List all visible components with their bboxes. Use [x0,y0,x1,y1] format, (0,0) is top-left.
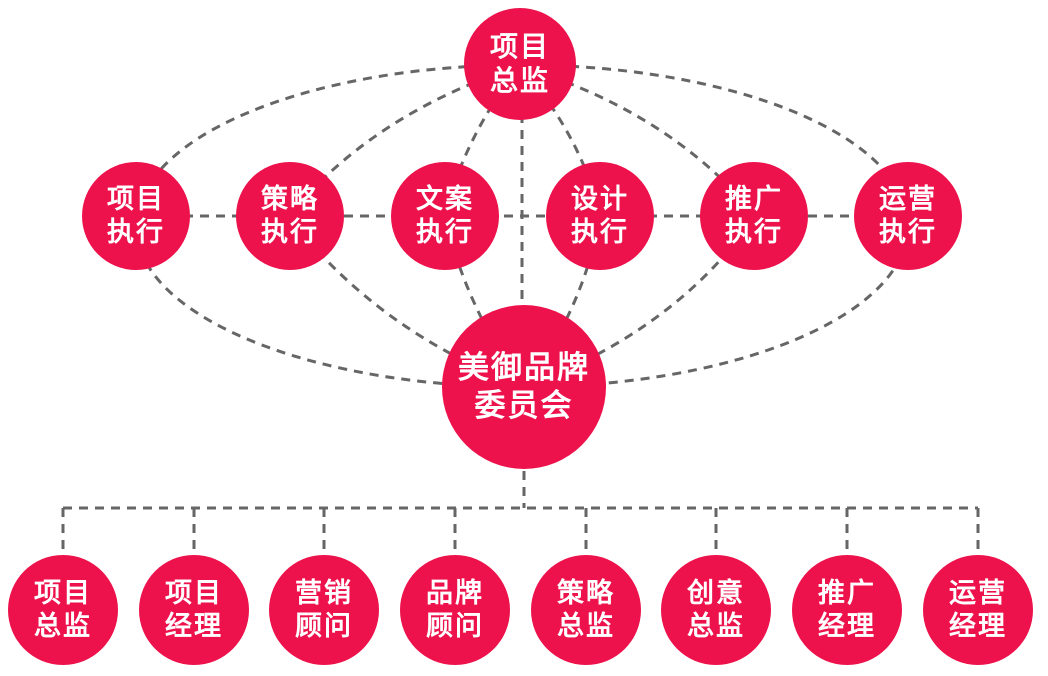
node-label-line: 运营 [879,184,937,215]
node-design-execution: 设计 执行 [546,162,654,270]
node-strategy-director: 策略 总监 [531,555,641,665]
node-label-line: 总监 [557,611,615,641]
node-label-line: 美御品牌 [458,350,590,386]
node-label-line: 顾问 [295,611,353,641]
node-label-line: 项目 [107,184,165,215]
node-project-director-top: 项目 总监 [464,8,576,120]
node-brand-committee: 美御品牌 委员会 [442,305,606,469]
node-copywriting-execution: 文案 执行 [391,162,499,270]
node-promotion-execution: 推广 执行 [700,162,808,270]
bottom-drops-connector [61,508,980,556]
node-operations-manager: 运营 经理 [923,555,1033,665]
node-label-line: 文案 [416,184,474,215]
node-label-line: 项目 [34,578,92,609]
node-label-line: 创意 [687,578,745,609]
node-label-line: 总监 [687,611,745,641]
node-marketing-consultant: 营销 顾问 [269,555,379,665]
node-label-line: 执行 [416,217,474,247]
node-label-line: 执行 [725,217,783,247]
node-label-line: 设计 [571,184,629,215]
node-label-line: 项目 [489,30,550,62]
node-label-line: 运营 [949,578,1007,609]
node-label-line: 顾问 [426,611,484,641]
node-label-line: 经理 [165,611,223,641]
node-label-line: 执行 [107,217,165,247]
node-operations-execution: 运营 执行 [854,162,962,270]
node-label-line: 执行 [879,217,937,247]
node-label-line: 项目 [165,578,223,609]
node-label-line: 经理 [949,611,1007,641]
node-label-line: 品牌 [426,578,484,609]
node-project-manager: 项目 经理 [139,555,249,665]
node-strategy-execution: 策略 执行 [236,162,344,270]
node-label-line: 经理 [818,611,876,641]
node-label-line: 委员会 [474,388,574,423]
node-brand-consultant: 品牌 顾问 [400,555,510,665]
node-label-line: 营销 [295,578,353,609]
node-label-line: 总监 [489,65,550,96]
node-project-director: 项目 总监 [8,555,118,665]
node-creative-director: 创意 总监 [661,555,771,665]
node-label-line: 执行 [261,217,319,247]
node-label-line: 策略 [557,578,615,609]
node-label-line: 推广 [725,184,783,215]
node-label-line: 总监 [34,611,92,641]
node-label-line: 策略 [261,184,319,215]
node-promotion-manager: 推广 经理 [792,555,902,665]
node-label-line: 执行 [571,217,629,247]
node-label-line: 推广 [818,578,876,609]
node-project-execution: 项目 执行 [82,162,190,270]
